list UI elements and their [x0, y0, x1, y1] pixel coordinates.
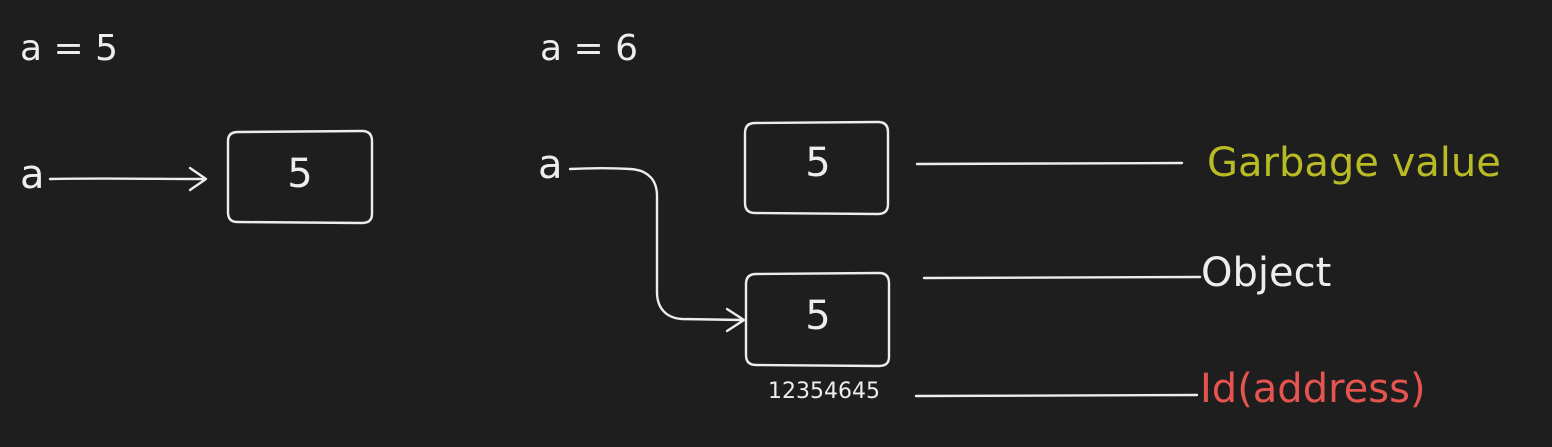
- statement-a-equals-6: a = 6: [540, 28, 638, 69]
- address-number: 12354645: [768, 379, 880, 404]
- variable-a-left: a: [20, 152, 45, 198]
- garbage-value-label: Garbage value: [1207, 140, 1501, 186]
- reference-arrow-left: [48, 166, 208, 192]
- statement-a-equals-5: a = 5: [20, 28, 118, 69]
- left-panel: a = 5 a 5: [20, 28, 374, 225]
- object-box-value: 5: [805, 293, 830, 339]
- box-value-left: 5: [287, 151, 312, 197]
- variable-a-right: a: [538, 142, 563, 188]
- right-panel: a = 6 a 5 5 12354645 Garbage value: [538, 28, 1501, 412]
- reference-arrow-right: [568, 167, 746, 333]
- garbage-value-box: 5: [743, 120, 890, 216]
- object-box: 5: [744, 271, 891, 368]
- connector-object: [922, 275, 1202, 280]
- garbage-box-value: 5: [805, 140, 830, 186]
- id-address-label: Id(address): [1200, 366, 1426, 412]
- connector-garbage: [915, 161, 1184, 166]
- connector-id: [914, 393, 1199, 398]
- value-box-left: 5: [226, 129, 374, 225]
- label-connectors: [914, 161, 1202, 398]
- object-label: Object: [1201, 250, 1331, 296]
